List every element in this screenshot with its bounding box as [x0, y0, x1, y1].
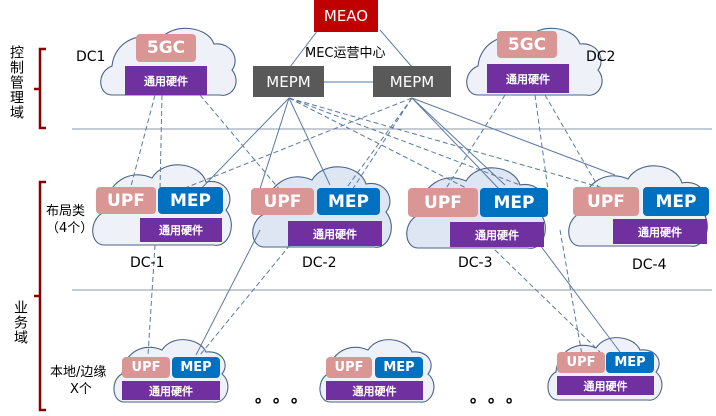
e1-mep-box[interactable]: MEP	[172, 357, 220, 378]
e3-mep-box[interactable]: MEP	[606, 352, 654, 373]
control-domain-bracket	[34, 47, 46, 130]
r3-upf-box[interactable]: UPF	[408, 188, 478, 217]
r1-label: DC-1	[130, 255, 165, 271]
regional-count: （4个）	[46, 221, 94, 236]
ellipsis-1: 。。。	[255, 387, 318, 406]
dlink-mepmL-r3b	[288, 97, 521, 186]
control-domain-label: 控制管理域	[8, 45, 24, 120]
link-meao-mepm-left	[289, 29, 319, 68]
link-meao-mepm-right	[379, 29, 413, 68]
dlink-dc2-r3	[444, 94, 506, 191]
dlink-mepmR-r2	[344, 97, 413, 191]
dlink-dc1-r1a	[129, 94, 156, 191]
r2-hardware-box: 通用硬件	[288, 221, 382, 246]
link-mepmR-dc3	[411, 97, 501, 191]
dlink-dc2-r4	[544, 94, 601, 191]
r4-hardware-box: 通用硬件	[613, 219, 707, 244]
dlink-r3b-edge3	[559, 229, 583, 356]
dlink-r1-edge1	[147, 244, 156, 356]
ellipsis-2: 。。。	[470, 387, 533, 406]
dc1-5gc-box[interactable]: 5GC	[136, 34, 196, 62]
link-dc3-edge3	[539, 244, 621, 353]
dc2-label: DC2	[586, 49, 616, 65]
dc2-5gc-box[interactable]: 5GC	[497, 31, 557, 58]
r2-mep-box[interactable]: MEP	[317, 188, 380, 215]
dlink-r2-edge1	[199, 244, 291, 356]
link-mepmL-dc2mep	[288, 97, 331, 186]
link-mepmL-dc1	[194, 97, 290, 196]
link-mepmR-dc3b	[411, 97, 506, 186]
edge-label: 本地/边缘	[50, 365, 107, 380]
regional-label: 布局类	[46, 204, 86, 219]
r4-mep-box[interactable]: MEP	[643, 187, 709, 216]
operations-center-label: MEC运营中心	[305, 46, 386, 61]
service-domain-label: 业务域	[12, 300, 28, 345]
dlink-dc1-r2	[199, 94, 281, 191]
service-domain-bracket	[34, 180, 46, 412]
dlink-mepmR-r1	[179, 97, 413, 191]
dlink-mepmR-r2b	[351, 97, 413, 191]
dc2-hardware-box: 通用硬件	[487, 64, 569, 93]
edge-count: X个	[70, 382, 92, 397]
r4-label: DC-4	[632, 257, 667, 273]
mepm-right-box[interactable]: MEPM	[373, 66, 451, 97]
r2-upf-box[interactable]: UPF	[251, 188, 314, 215]
e3-upf-box[interactable]: UPF	[557, 352, 605, 373]
e2-mep-box[interactable]: MEP	[375, 357, 423, 378]
dc1-label: DC1	[76, 49, 106, 65]
e1-upf-box[interactable]: UPF	[122, 357, 170, 378]
r1-upf-box[interactable]: UPF	[96, 187, 156, 214]
r3-hardware-box: 通用硬件	[450, 222, 544, 247]
dlink-r3-edge3	[494, 249, 601, 353]
e3-hardware-box: 通用硬件	[557, 376, 654, 395]
dc1-hardware-box: 通用硬件	[125, 66, 207, 95]
e1-hardware-box: 通用硬件	[122, 381, 220, 400]
r3-label: DC-3	[458, 255, 493, 271]
dlink-dc2-r3b	[534, 94, 549, 191]
dlink-mepmL-r3	[288, 97, 471, 191]
r2-label: DC-2	[302, 255, 337, 271]
r1-mep-box[interactable]: MEP	[158, 187, 223, 214]
r1-hardware-box: 通用硬件	[140, 218, 222, 242]
link-dc2-edge1	[195, 229, 261, 356]
link-mepmR-dc4	[411, 97, 616, 176]
e2-upf-box[interactable]: UPF	[326, 357, 372, 378]
r3-mep-box[interactable]: MEP	[480, 188, 548, 217]
meao-box[interactable]: MEAO	[314, 0, 378, 32]
r4-upf-box[interactable]: UPF	[573, 187, 639, 216]
e2-hardware-box: 通用硬件	[326, 381, 423, 400]
link-mepmL-dc2up	[257, 97, 290, 196]
mepm-left-box[interactable]: MEPM	[253, 66, 324, 97]
